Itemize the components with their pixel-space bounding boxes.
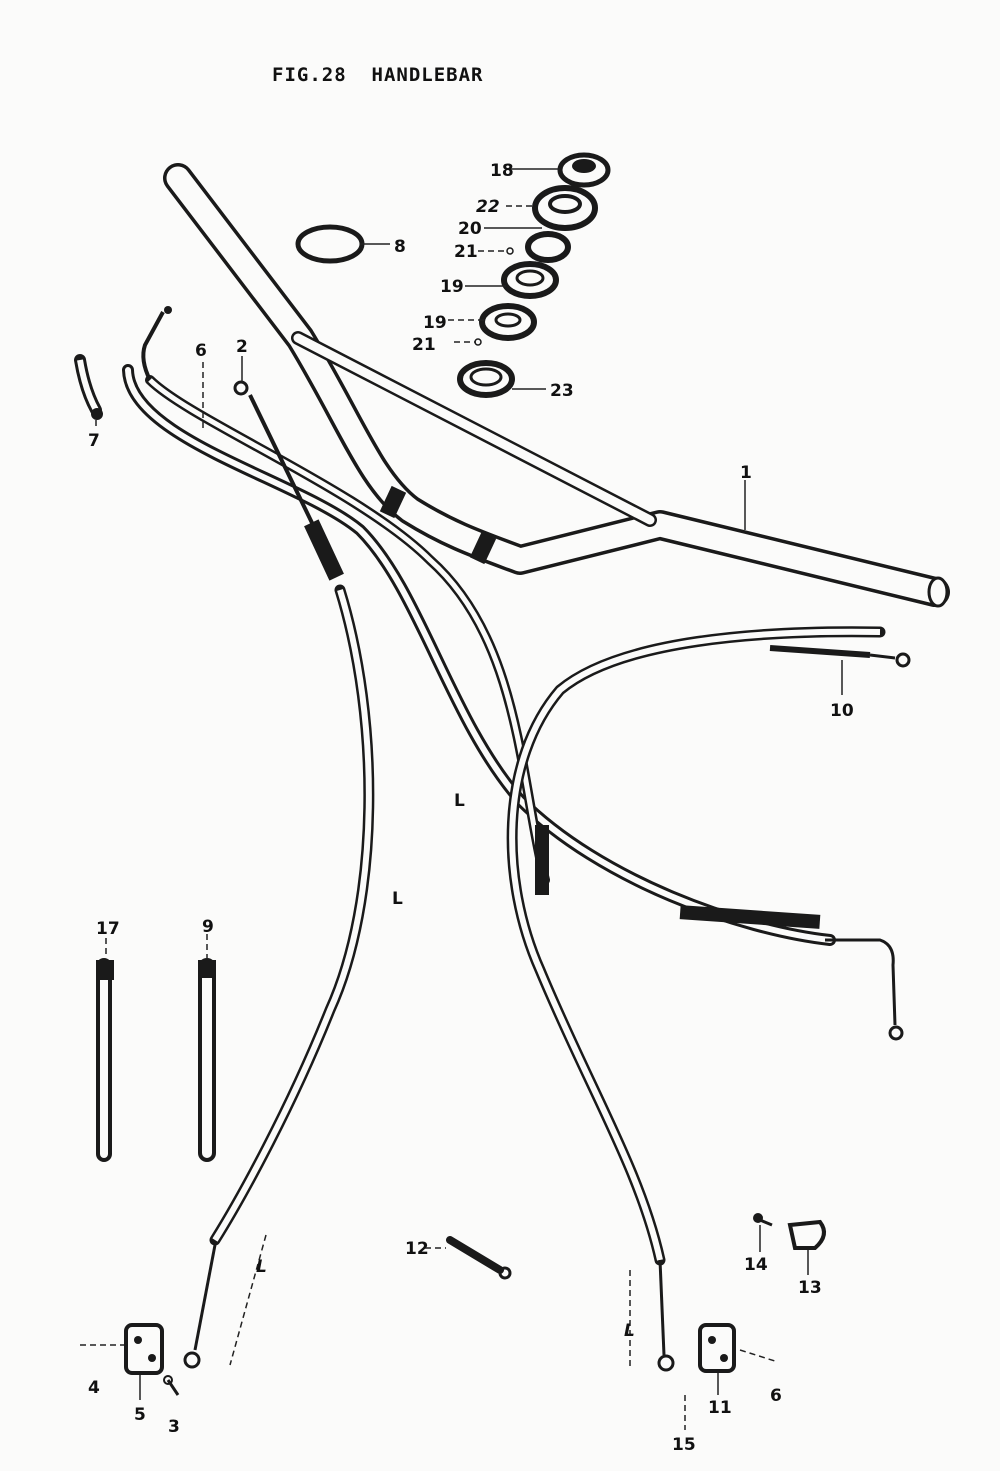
- bearing-cone-upper: [501, 261, 559, 299]
- callout-9: 9: [202, 917, 214, 937]
- callout-L-bottom-right: L: [624, 1321, 635, 1341]
- cable-band-9: [198, 958, 216, 1162]
- callout-labels: 1 2 3 4 5 6 6 7 8 9 10 11 12 13 14 15 17…: [88, 161, 854, 1455]
- steel-ball-upper: [506, 247, 514, 255]
- lever-holder-11: [698, 1323, 736, 1373]
- callout-14: 14: [744, 1255, 768, 1275]
- callout-11: 11: [708, 1398, 732, 1418]
- callout-19-upper: 19: [440, 277, 464, 297]
- seal-ring: [295, 224, 365, 264]
- callout-L-middle: L: [454, 791, 465, 811]
- callout-6-bottom: 6: [770, 1386, 782, 1406]
- screw-14: [753, 1213, 773, 1227]
- figure-title: FIG.28 HANDLEBAR: [272, 64, 484, 86]
- callout-3: 3: [168, 1417, 180, 1437]
- callout-22: 22: [476, 197, 500, 217]
- callout-4: 4: [88, 1378, 100, 1398]
- lever-holder-5: [124, 1323, 164, 1375]
- callout-17: 17: [96, 919, 120, 939]
- leader-lines: [80, 168, 843, 1430]
- callout-7: 7: [88, 431, 100, 451]
- throttle-cable: [122, 364, 904, 1041]
- callout-5: 5: [134, 1405, 146, 1425]
- callout-12: 12: [405, 1239, 429, 1259]
- callout-6-top: 6: [195, 341, 207, 361]
- cable-band-17: [96, 958, 114, 1162]
- callout-23: 23: [550, 381, 574, 401]
- screw-3: [163, 1375, 180, 1396]
- callout-13: 13: [798, 1278, 822, 1298]
- steering-stem-nut: [557, 152, 611, 188]
- callout-19-lower: 19: [423, 313, 447, 333]
- callout-L-bottom-left: L: [256, 1257, 267, 1277]
- clamp-part-12: [446, 1236, 512, 1280]
- dust-seal: [457, 360, 515, 398]
- switch-part-13: [787, 1219, 826, 1250]
- steering-adjust-nut: [532, 185, 598, 231]
- callout-15: 15: [672, 1435, 696, 1455]
- bearing-cone-lower: [479, 303, 537, 341]
- callout-18: 18: [490, 161, 514, 181]
- callout-2: 2: [236, 337, 248, 357]
- callout-1: 1: [740, 463, 752, 483]
- callout-21-lower: 21: [412, 335, 436, 355]
- callout-10: 10: [830, 701, 854, 721]
- cable-end-10: [769, 645, 911, 668]
- front-brake-cable: [506, 626, 886, 1372]
- handlebar: [163, 163, 950, 608]
- hose-part-7: [74, 354, 103, 420]
- callout-21-upper: 21: [454, 242, 478, 262]
- callout-8: 8: [394, 237, 406, 257]
- clutch-cable: [183, 380, 375, 1369]
- callout-20: 20: [458, 219, 482, 239]
- choke-cable: [141, 306, 550, 885]
- callout-L-left: L: [392, 889, 403, 909]
- bearing-race-upper: [525, 231, 571, 263]
